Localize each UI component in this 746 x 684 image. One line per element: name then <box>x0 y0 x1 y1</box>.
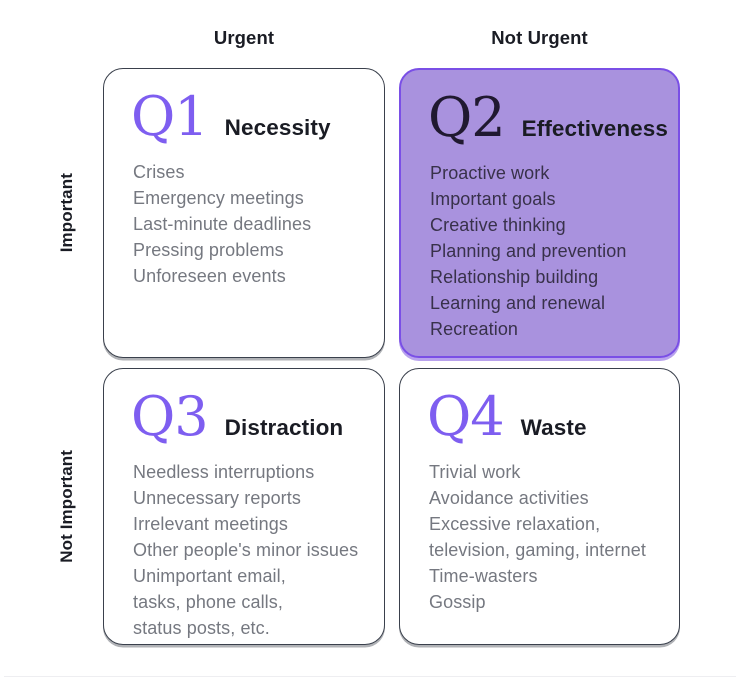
quadrant-header: Q3 Distraction <box>131 389 384 445</box>
quadrant-number: Q1 <box>131 85 209 148</box>
list-item: Excessive relaxation, <box>429 514 601 534</box>
quadrant-title: Distraction <box>224 415 344 440</box>
list-item: Time-wasters <box>429 566 538 586</box>
row-label-not-important-text: Not Important <box>57 450 76 563</box>
list-item: Unnecessary reports <box>133 488 301 508</box>
list-item: Learning and renewal <box>430 293 606 313</box>
quadrant-header: Q4 Waste <box>427 389 679 445</box>
list-item: Pressing problems <box>133 240 284 260</box>
list-item: Emergency meetings <box>133 188 304 208</box>
list-item: Needless interruptions <box>133 462 315 482</box>
bottom-divider <box>4 676 736 677</box>
list-item: tasks, phone calls, <box>133 592 283 612</box>
list-item: Unimportant email, <box>133 566 286 586</box>
list-item: Last-minute deadlines <box>133 214 312 234</box>
row-label-not-important: Not Important <box>46 368 88 645</box>
quadrant-number: Q2 <box>428 86 506 149</box>
list-item: Recreation <box>430 319 519 339</box>
list-item: Unforeseen events <box>133 266 286 286</box>
list-item: television, gaming, internet <box>429 540 646 560</box>
list-item: Planning and prevention <box>430 241 627 261</box>
list-item: Irrelevant meetings <box>133 514 288 534</box>
column-header-urgent: Urgent <box>213 27 275 48</box>
list-item: Avoidance activities <box>429 488 589 508</box>
list-item: Important goals <box>430 189 556 209</box>
list-item: Creative thinking <box>430 215 566 235</box>
quadrant-title: Waste <box>520 415 587 440</box>
quadrant-header: Q2 Effectiveness <box>428 90 678 146</box>
list-item: status posts, etc. <box>133 618 270 638</box>
list-item: Relationship building <box>430 267 599 287</box>
list-item: Trivial work <box>429 462 521 482</box>
quadrant-title: Effectiveness <box>521 116 669 141</box>
quadrant-header: Q1 Necessity <box>131 89 384 145</box>
row-label-important-text: Important <box>57 173 76 253</box>
list-item: Other people's minor issues <box>133 540 359 560</box>
row-label-important: Important <box>46 68 88 358</box>
quadrant-number: Q4 <box>427 385 505 448</box>
list-item: Proactive work <box>430 163 550 183</box>
list-item: Crises <box>133 162 185 182</box>
column-header-not-urgent: Not Urgent <box>491 27 588 48</box>
quadrant-number: Q3 <box>131 385 209 448</box>
quadrant-title: Necessity <box>224 115 331 140</box>
list-item: Gossip <box>429 592 486 612</box>
